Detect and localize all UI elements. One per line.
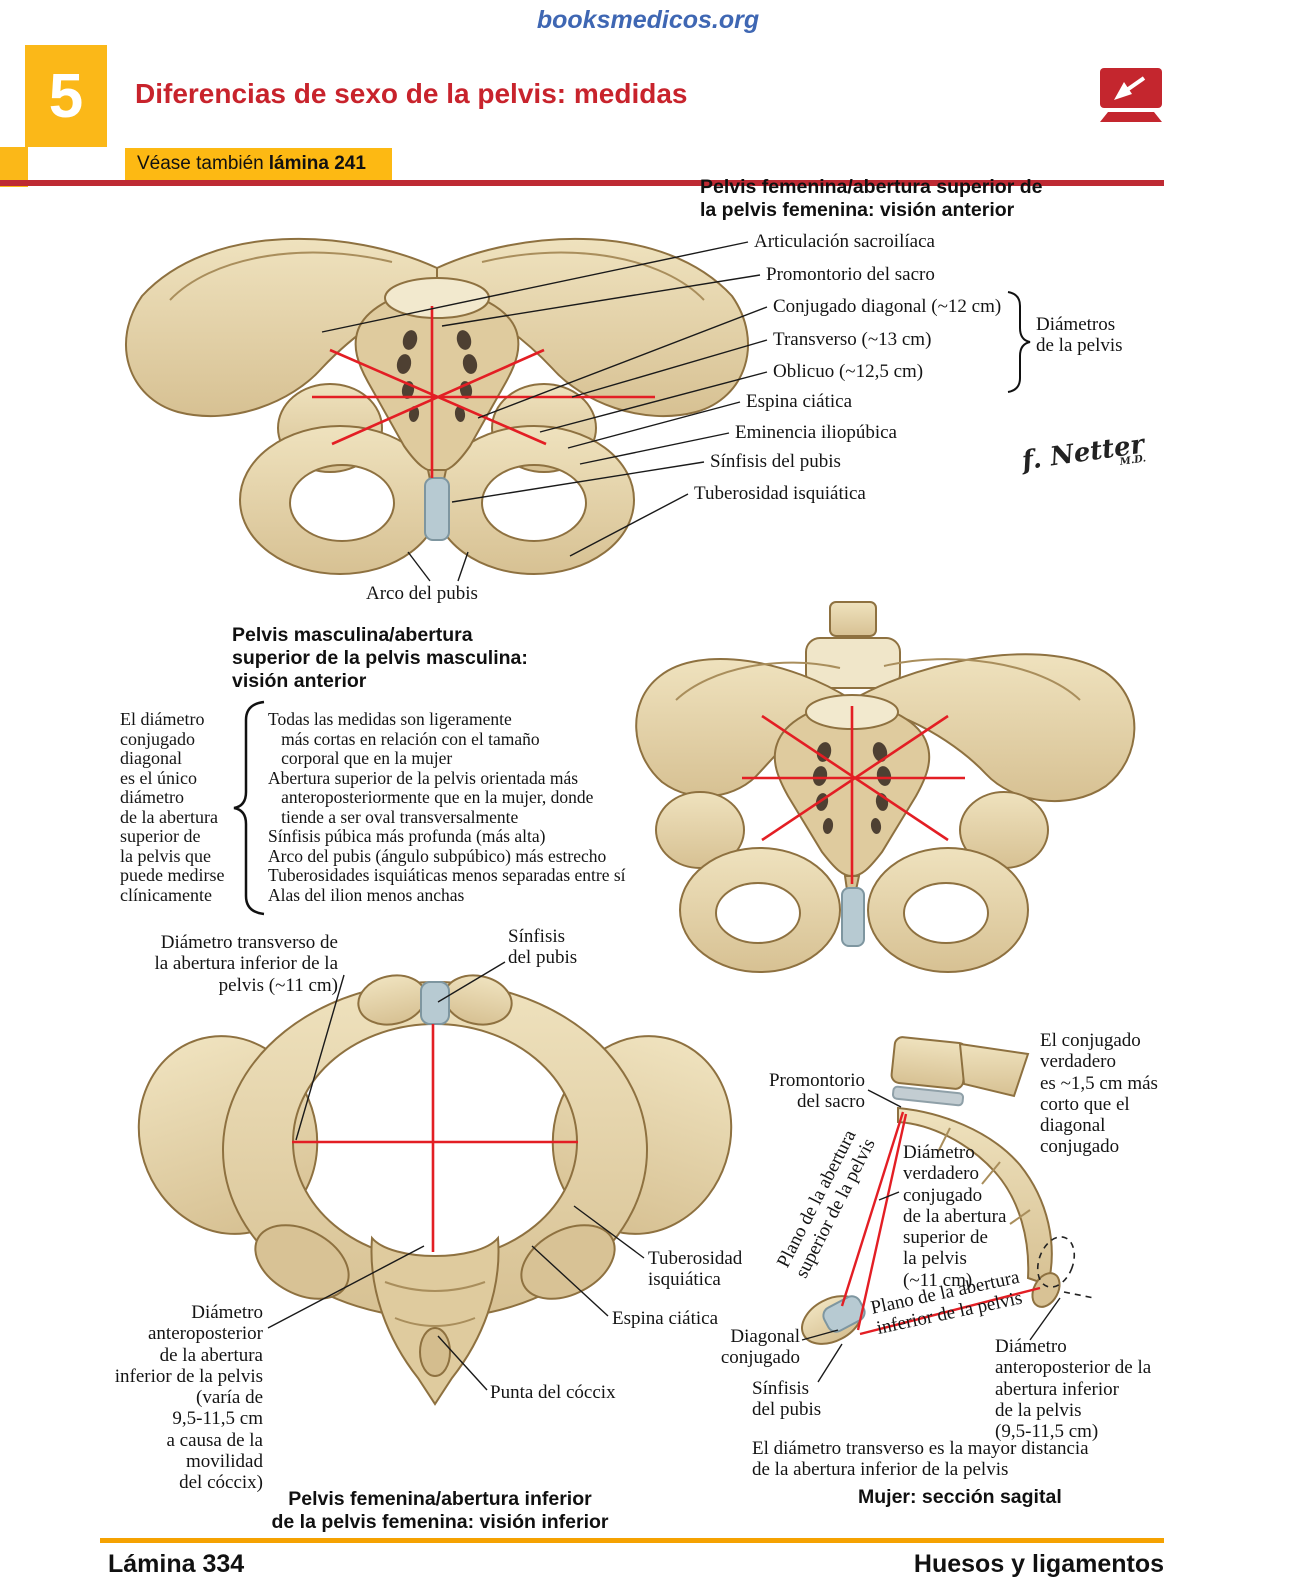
see-also-plate-ref: lámina 241 bbox=[268, 153, 366, 174]
label-oblique-diameter: Oblicuo (~12,5 cm) bbox=[773, 361, 924, 382]
right-iliac-wing bbox=[851, 653, 1136, 803]
male-point: Sínfisis púbica más profunda (más alta) bbox=[268, 826, 546, 846]
label-sagittal-pubic-symphysis: Sínfisis del pubis bbox=[752, 1378, 822, 1421]
male-pelvis-anterior-illustration bbox=[635, 601, 1136, 973]
female-pelvis-anterior-illustration bbox=[125, 237, 749, 575]
sacral-foramina bbox=[396, 330, 478, 422]
label-pubic-symphysis: Sínfisis del pubis bbox=[710, 451, 841, 472]
section-title: Huesos y ligamentos bbox=[913, 1550, 1164, 1578]
see-also-prefix: Véase también bbox=[137, 153, 264, 174]
label-true-conjugate-diameter: Diámetro verdadero conjugado de la abert… bbox=[903, 1142, 1007, 1291]
sagittal-leader-lines bbox=[801, 1089, 1061, 1383]
sacrum-coccyx bbox=[370, 1235, 500, 1406]
male-point: Arco del pubis (ángulo subpúbico) más es… bbox=[268, 845, 607, 866]
pubic-symphysis-cartilage bbox=[420, 981, 450, 1025]
pubic-symphysis-cartilage bbox=[424, 477, 450, 541]
male-point: Tuberosidades isquiáticas menos separada… bbox=[268, 865, 626, 885]
label-sacral-promontory: Promontorio del sacro bbox=[766, 264, 935, 285]
label-inferior-pubic-symphysis: Sínfisis del pubis bbox=[508, 926, 578, 969]
label-inferior-ischial-spine: Espina ciática bbox=[612, 1308, 719, 1329]
coccyx bbox=[1031, 1272, 1061, 1308]
ebook-plate-icon bbox=[1100, 68, 1162, 122]
fig-female-inferior-title: Pelvis femenina/abertura inferior de la … bbox=[271, 1488, 609, 1533]
female-pelvis-measurement-lines bbox=[312, 306, 655, 478]
male-point: Alas del ilion menos anchas bbox=[268, 884, 465, 905]
coccyx-mobility-dashed-outline bbox=[1036, 1236, 1076, 1288]
male-side-note: El diámetro conjugado diagonal es el úni… bbox=[120, 709, 225, 905]
footer-rule bbox=[100, 1538, 1164, 1543]
right-ischial-tuberosity bbox=[520, 1224, 616, 1300]
female-pelvis-leader-lines bbox=[321, 241, 768, 582]
label-coccyx-tip: Punta del cóccix bbox=[490, 1382, 616, 1403]
coccyx bbox=[419, 1327, 451, 1377]
female-pelvis-inferior-illustration bbox=[137, 974, 733, 1406]
fig-female-superior-title: Pelvis femenina/abertura superior de la … bbox=[700, 176, 1043, 221]
lumbar-vertebra bbox=[890, 1036, 968, 1090]
label-ischial-tuberosity: Tuberosidad isquiática bbox=[694, 483, 866, 504]
label-diagonal-conjugate-sagittal: Diagonal conjugado bbox=[720, 1326, 800, 1369]
right-iliac-wing bbox=[436, 237, 749, 417]
label-true-conjugate-note: El conjugado verdadero es ~1,5 cm más co… bbox=[1040, 1030, 1158, 1158]
plate-number: Lámina 334 bbox=[108, 1550, 245, 1578]
sacral-base bbox=[384, 277, 490, 319]
label-inferior-ap-diameter: Diámetro anteroposterior de la abertura … bbox=[114, 1302, 263, 1494]
left-ischial-tuberosity bbox=[254, 1224, 350, 1300]
sacral-foramina bbox=[812, 742, 892, 834]
chapter-number: 5 bbox=[48, 61, 84, 131]
male-point: Todas las medidas son ligeramente más co… bbox=[268, 709, 540, 768]
label-pelvic-diameters-group: Diámetros de la pelvis bbox=[1036, 314, 1123, 357]
male-feature-list: Todas las medidas son ligeramente más co… bbox=[268, 709, 626, 905]
iliac-fragment bbox=[958, 1042, 1030, 1098]
label-inferior-ischial-tuberosity: Tuberosidad isquiática bbox=[648, 1248, 743, 1291]
label-sagittal-promontory: Promontorio del sacro bbox=[768, 1070, 865, 1113]
sagittal-footnote: El diámetro transverso es la mayor dista… bbox=[752, 1438, 1089, 1481]
page-title: Diferencias de sexo de la pelvis: medida… bbox=[135, 78, 688, 109]
fig-sagittal-title: Mujer: sección sagital bbox=[858, 1486, 1062, 1508]
left-obturator-ring bbox=[679, 847, 842, 973]
header-rule bbox=[0, 180, 1164, 186]
label-inferior-transverse-diameter: Diámetro transverso de la abertura infer… bbox=[154, 932, 338, 996]
male-pelvis-measurement-lines bbox=[742, 706, 965, 884]
label-ischial-spine: Espina ciática bbox=[746, 391, 853, 412]
sagittal-section-illustration bbox=[801, 1036, 1095, 1345]
label-diagonal-conjugate: Conjugado diagonal (~12 cm) bbox=[773, 296, 1002, 317]
diameters-brace bbox=[1007, 291, 1031, 393]
label-iliopubic-eminence: Eminencia iliopúbica bbox=[735, 422, 897, 443]
female-inferior-leader-lines bbox=[267, 961, 645, 1391]
male-point: Abertura superior de la pelvis orientada… bbox=[268, 767, 594, 827]
label-sacroiliac-joint: Articulación sacroilíaca bbox=[754, 231, 935, 252]
left-iliac-wing bbox=[125, 237, 438, 417]
pubic-symphysis-cartilage bbox=[822, 1295, 866, 1333]
sagittal-measurement-lines bbox=[840, 1111, 1041, 1336]
label-pubic-arch: Arco del pubis bbox=[366, 583, 478, 604]
right-obturator-ring bbox=[867, 847, 1030, 973]
chapter-number-tab: 5 bbox=[25, 45, 107, 147]
fig-male-superior-title: Pelvis masculina/abertura superior de la… bbox=[232, 624, 528, 692]
female-inferior-measurement-lines bbox=[292, 1024, 578, 1252]
male-note-brace bbox=[233, 700, 265, 916]
watermark-link[interactable]: booksmedicos.org bbox=[536, 6, 760, 34]
pubic-symphysis-cartilage bbox=[841, 887, 865, 947]
label-sagittal-ap-diameter: Diámetro anteroposterior de la abertura … bbox=[995, 1336, 1152, 1443]
label-transverse-diameter: Transverso (~13 cm) bbox=[773, 329, 932, 350]
